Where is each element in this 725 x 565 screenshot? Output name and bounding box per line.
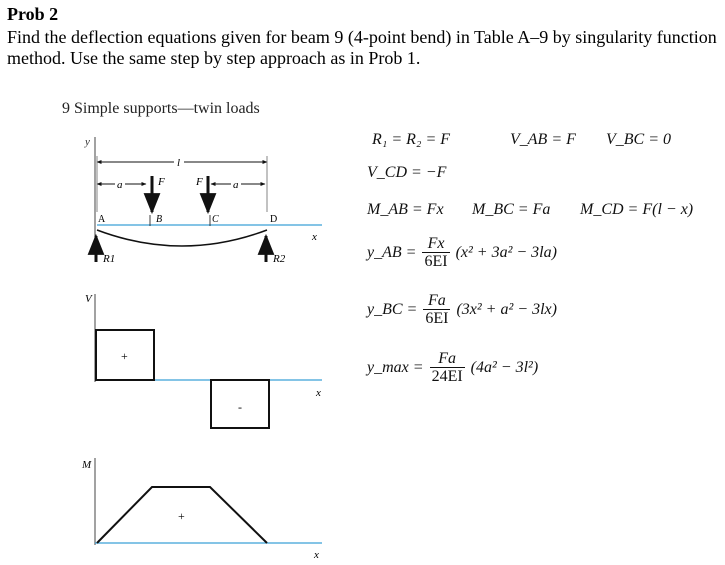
shear-positive-block: [95, 329, 155, 381]
moment-axis-label: M: [81, 459, 92, 471]
eq-y-bc-rest: (3x² + a² − 3lx): [456, 301, 557, 318]
eq-m-bc: M_BC = Fa: [472, 201, 551, 218]
eq-m-ab: M_AB = Fx: [367, 201, 444, 218]
x-axis-label-beam: x: [311, 231, 317, 243]
moment-positive-sign: +: [178, 509, 185, 523]
shear-positive-sign: +: [121, 349, 128, 363]
x-axis-label-shear: x: [315, 387, 321, 399]
eq-v-bc: V_BC = 0: [606, 131, 672, 148]
beam-diagram: y l a a F F x A B C D R1: [84, 136, 322, 265]
load-label-right: F: [195, 176, 203, 188]
eq-y-ab-lhs: y_AB =: [367, 244, 417, 261]
reaction-label-R1: R1: [102, 253, 115, 265]
eq-y-ab-denominator: 6EI: [424, 253, 448, 270]
eq-y-bc-numerator: Fa: [423, 292, 451, 310]
shear-negative-sign: -: [238, 400, 242, 414]
deflected-beam: [96, 229, 268, 247]
shear-diagram: V x + -: [85, 293, 322, 429]
eq-y-ab-numerator: Fx: [422, 235, 450, 253]
x-axis-label-moment: x: [313, 549, 319, 561]
dimension-a-right-label: a: [233, 179, 239, 191]
reaction-label-R2: R2: [272, 253, 286, 265]
eq-y-bc-fraction: Fa 6EI: [423, 292, 451, 328]
problem-heading: Prob 2: [7, 4, 59, 24]
figure-title: 9 Simple supports—twin loads: [62, 100, 260, 117]
dimension-a-left-label: a: [117, 179, 123, 191]
problem-statement: Find the deflection equations given for …: [7, 27, 717, 68]
eq-y-ab-rest: (x² + 3a² − 3la): [455, 244, 557, 261]
eq-m-cd: M_CD = F(l − x): [580, 201, 694, 218]
eq-y-bc-denominator: 6EI: [425, 310, 449, 327]
shear-axis-label: V: [85, 293, 93, 305]
eq-y-max-fraction: Fa 24EI: [429, 350, 465, 386]
load-label-left: F: [157, 176, 165, 188]
eq-y-max-lhs: y_max =: [367, 359, 424, 376]
point-D-label: D: [270, 214, 277, 225]
eq-y-max-denominator: 24EI: [431, 368, 463, 385]
eq-y-ab: y_AB = Fx 6EI (x² + 3a² − 3la): [367, 235, 557, 271]
eq-reactions: R₁ = R₂ = F: [372, 131, 451, 148]
dimension-l-label: l: [177, 157, 180, 169]
eq-v-ab: V_AB = F: [510, 131, 576, 148]
eq-v-cd: V_CD = −F: [367, 164, 447, 181]
point-C-label: C: [212, 214, 219, 225]
eq-y-max-numerator: Fa: [429, 350, 465, 368]
eq-y-ab-fraction: Fx 6EI: [422, 235, 450, 271]
moment-trapezoid: [96, 486, 268, 544]
y-axis-label: y: [84, 136, 90, 148]
eq-y-max: y_max = Fa 24EI (4a² − 3l²): [367, 350, 538, 386]
point-B-label: B: [156, 214, 162, 225]
moment-diagram: M x +: [81, 458, 322, 561]
point-A-label: A: [98, 214, 106, 225]
shear-negative-block: [210, 379, 270, 429]
eq-y-bc: y_BC = Fa 6EI (3x² + a² − 3lx): [367, 292, 557, 328]
eq-y-max-rest: (4a² − 3l²): [470, 359, 539, 376]
eq-y-bc-lhs: y_BC =: [367, 301, 418, 318]
